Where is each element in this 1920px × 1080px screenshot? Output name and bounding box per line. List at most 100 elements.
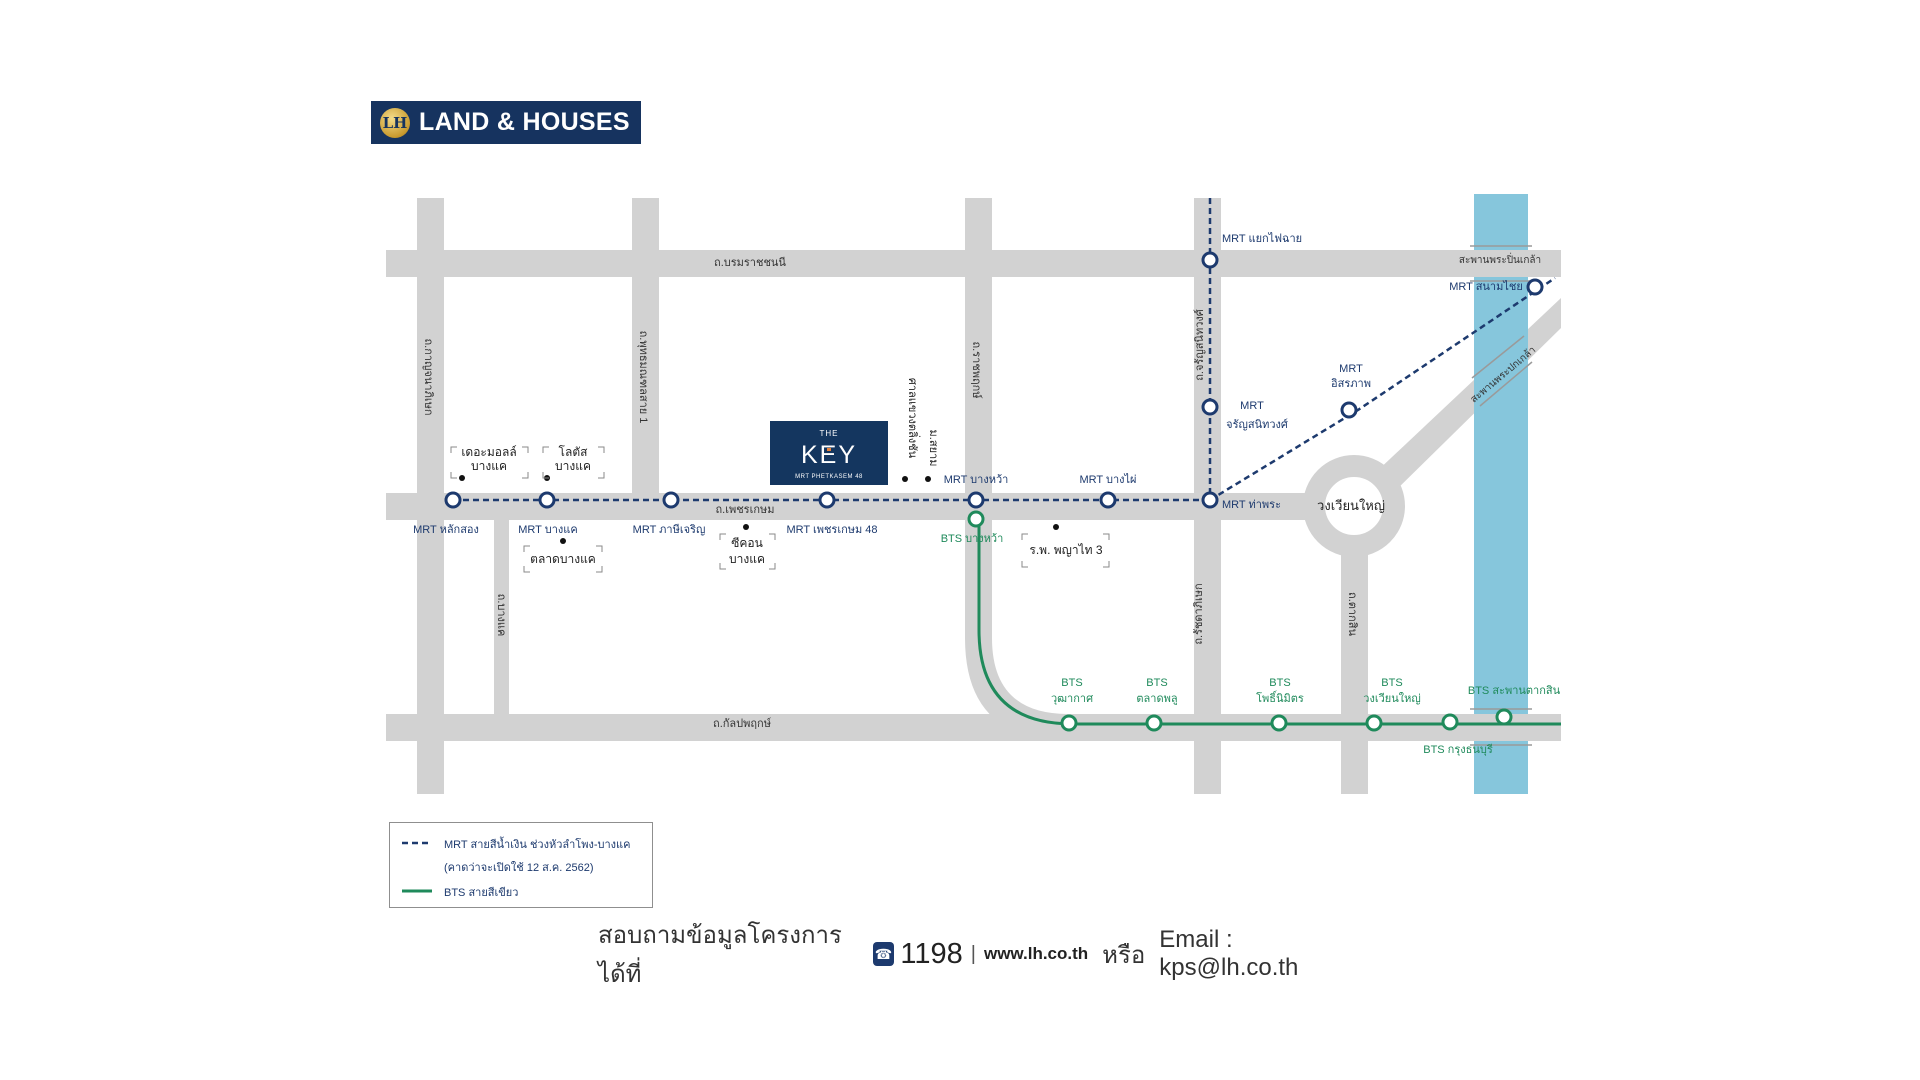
- label-bts-wongwian-yai-1: BTS: [1381, 677, 1402, 689]
- label-road-ratchadaphisek: ถ.รัชดาภิเษก: [1193, 583, 1205, 644]
- label-bts-wutthakat-1: BTS: [1061, 677, 1082, 689]
- contact-bar: สอบถามข้อมูลโครงการได้ที่ ☎ 1198 | www.l…: [598, 922, 1358, 988]
- station-marker-talat-phlu: [1145, 714, 1163, 732]
- dot-talat-bang-khae: [560, 538, 566, 544]
- mrt-station-markers: [444, 251, 1544, 509]
- label-bts-taksin-bridge: BTS สะพานตากสิน: [1468, 685, 1561, 697]
- legend-bts-text: BTS สายสีเขียว: [444, 887, 519, 899]
- station-marker-lak-song: [444, 491, 462, 509]
- contact-website-link[interactable]: www.lh.co.th: [983, 944, 1089, 963]
- project-key: KEY: [801, 441, 857, 469]
- label-mrt-tha-phra: MRT ท่าพระ: [1222, 499, 1281, 511]
- station-marker-taksin-bridge: [1495, 708, 1513, 726]
- landmark-labels: เดอะมอลล์ บางแค โลตัส บางแค ตลาดบางแค ซี…: [461, 378, 1103, 566]
- label-bts-pho-nimit-1: BTS: [1269, 677, 1290, 689]
- bts-station-labels: BTS บางหว้า BTS วุฒากาศ BTS ตลาดพลู BTS …: [941, 533, 1561, 756]
- station-marker-charan13: [1201, 398, 1219, 416]
- label-bts-wongwian-yai-2: วงเวียนใหญ่: [1363, 692, 1420, 705]
- label-mrt-bang-khae: MRT บางแค: [518, 524, 577, 536]
- landmark-brackets: [450, 446, 1110, 573]
- label-lotus-2: บางแค: [555, 459, 591, 473]
- label-road-borommaratchachonnani: ถ.บรมราชชนนี: [714, 256, 786, 269]
- label-phyathai3: ร.พ. พญาไท 3: [1029, 543, 1103, 557]
- road-ratchaphruek: [965, 198, 992, 538]
- dot-the-mall: [459, 475, 465, 481]
- label-bts-krung-thon-buri: BTS กรุงธนบุรี: [1423, 743, 1493, 756]
- label-the-mall-2: บางแค: [471, 459, 507, 473]
- legend-mrt-text-1: MRT สายสีน้ำเงิน ช่วงหัวลำโพง-บางแค: [444, 839, 631, 851]
- label-mrt-lak-song: MRT หลักสอง: [413, 524, 479, 536]
- bts-station-markers: [967, 510, 1513, 732]
- station-marker-pho-nimit: [1270, 714, 1288, 732]
- logo-emblem-icon: LH: [380, 107, 410, 138]
- contact-phone[interactable]: 1198: [900, 937, 963, 970]
- contact-text: สอบถามข้อมูลโครงการได้ที่: [598, 922, 842, 988]
- label-mrt-phasi-charoen: MRT ภาษีเจริญ: [633, 523, 706, 536]
- label-bts-talat-phlu-1: BTS: [1146, 677, 1167, 689]
- label-mrt-isaraphap-2: อิสรภาพ: [1331, 378, 1371, 390]
- mrt-station-labels: MRT หลักสอง MRT บางแค MRT ภาษีเจริญ MRT …: [413, 232, 1523, 536]
- project-the: THE: [820, 429, 839, 438]
- label-road-taksin: ถ.ตากสิน: [1346, 592, 1358, 636]
- station-marker-phasi-charoen: [662, 491, 680, 509]
- legend-mrt: MRT สายสีน้ำเงิน ช่วงหัวลำโพง-บางแค (คาด…: [402, 835, 630, 876]
- station-marker-tha-phra: [1201, 491, 1219, 509]
- label-mrt-bang-phai: MRT บางไผ่: [1080, 473, 1137, 486]
- legend-bts-line-icon: [402, 889, 432, 893]
- project-box[interactable]: [770, 421, 888, 485]
- logo-text: LAND & HOUSES: [419, 108, 630, 136]
- label-road-phutthamonthon1: ถ.พุทธมณฑลสาย 1: [637, 331, 649, 424]
- label-lotus-1: โลตัส: [559, 445, 589, 459]
- dot-phyathai3: [1053, 524, 1059, 530]
- label-bts-talat-phlu-2: ตลาดพลู: [1136, 693, 1177, 705]
- label-mrt-charan13-1: MRT: [1240, 400, 1264, 412]
- chao-phraya-river: [1474, 194, 1528, 794]
- station-marker-phetkasem48: [818, 491, 836, 509]
- road-phetkasem: [386, 493, 1312, 520]
- dot-siam-university: [925, 476, 931, 482]
- label-pinklao-bridge: สะพานพระปิ่นเกล้า: [1459, 252, 1541, 266]
- project-subtitle: MRT PHETKASEM 48: [795, 474, 863, 480]
- label-road-bang-khae: ถ.บางแค: [495, 594, 507, 637]
- station-marker-mrt-bang-khae: [538, 491, 556, 509]
- label-road-phetkasem: ถ.เพชรเกษม: [715, 504, 774, 516]
- station-marker-bts-bang-wa: [967, 510, 985, 528]
- label-seacon-1: ซีคอน: [731, 536, 763, 550]
- label-siam-university: ม.สยาม: [927, 430, 939, 467]
- road-kanlapaphruek: [386, 714, 1561, 741]
- contact-or: หรือ: [1102, 941, 1146, 969]
- label-mrt-yaek-fai-chai: MRT แยกไฟฉาย: [1222, 232, 1302, 245]
- station-marker-sanam-chai: [1526, 278, 1544, 296]
- label-the-mall-1: เดอะมอลล์: [461, 445, 516, 459]
- station-marker-bang-phai: [1099, 491, 1117, 509]
- label-bts-bang-wa: BTS บางหว้า: [941, 533, 1004, 545]
- bridge-edges: [1470, 245, 1533, 746]
- station-marker-mrt-bang-wa: [967, 491, 985, 509]
- project-marker[interactable]: THE KEY MRT PHETKASEM 48: [770, 421, 888, 485]
- landmark-dots: [459, 475, 1059, 544]
- land-and-houses-logo[interactable]: LH LAND & HOUSES: [371, 101, 641, 144]
- station-marker-krung-thon-buri: [1441, 713, 1459, 731]
- station-marker-wutthakat: [1060, 714, 1078, 732]
- road-ratchaphruek-curve: [965, 530, 1068, 741]
- label-road-ratchaphruek: ถ.ราชพฤกษ์: [970, 341, 983, 398]
- map-legend: MRT สายสีน้ำเงิน ช่วงหัวลำโพง-บางแค (คาด…: [389, 822, 653, 908]
- wongwian-yai-circle: [1303, 455, 1405, 557]
- label-wongwian-yai-circle: วงเวียนใหญ่: [1317, 498, 1385, 513]
- label-mrt-charan13-2: จรัญสนิทวงศ์: [1226, 418, 1288, 431]
- road-phutthamonthon1: [632, 198, 659, 500]
- label-road-kanlapaphruek: ถ.กัลปพฤกษ์: [713, 717, 771, 730]
- label-bts-pho-nimit-2: โพธิ์นิมิตร: [1256, 690, 1304, 705]
- dot-court: [902, 476, 908, 482]
- road-kanchanaphisek: [417, 198, 444, 794]
- station-marker-isaraphap: [1340, 401, 1358, 419]
- mrt-blue-line: [453, 198, 1556, 502]
- bts-green-line: [977, 519, 1561, 726]
- legend-mrt-dash-icon: [402, 841, 432, 845]
- label-bts-wutthakat-2: วุฒากาศ: [1051, 693, 1093, 705]
- label-seacon-2: บางแค: [729, 552, 765, 566]
- contact-email-link[interactable]: Email : kps@lh.co.th: [1159, 926, 1299, 981]
- station-marker-yaek-fai-chai: [1201, 251, 1219, 269]
- label-road-kanchanaphisek: ถ.กาญจนาภิเษก: [422, 339, 434, 416]
